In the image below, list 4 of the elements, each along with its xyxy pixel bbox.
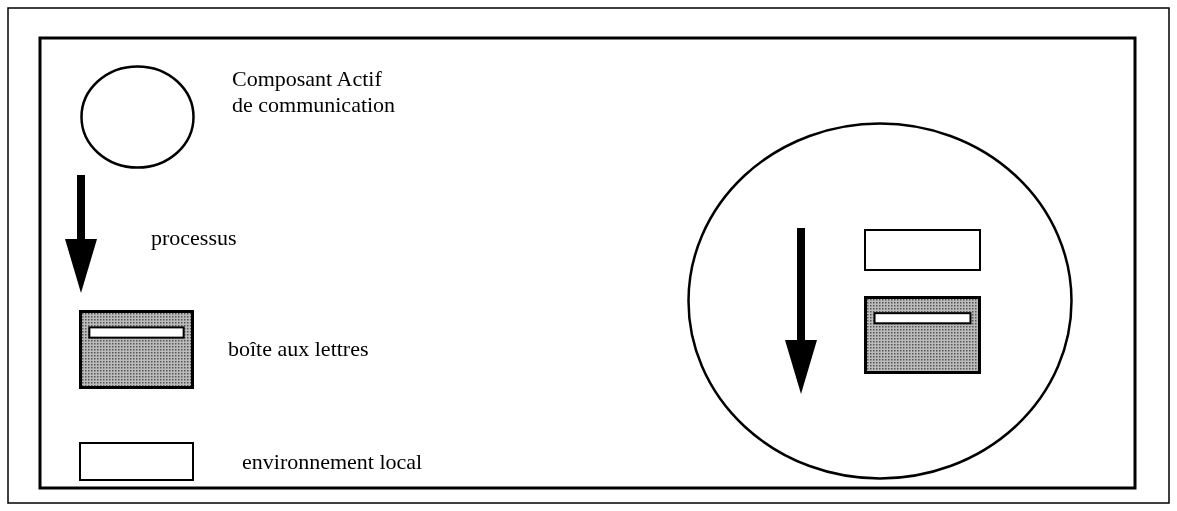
legend-label: Composant Actif de communication xyxy=(232,66,397,118)
legend-label: boîte aux lettres xyxy=(228,336,370,362)
legend-label: environnement local xyxy=(242,449,424,475)
legend-label: processus xyxy=(151,225,238,251)
